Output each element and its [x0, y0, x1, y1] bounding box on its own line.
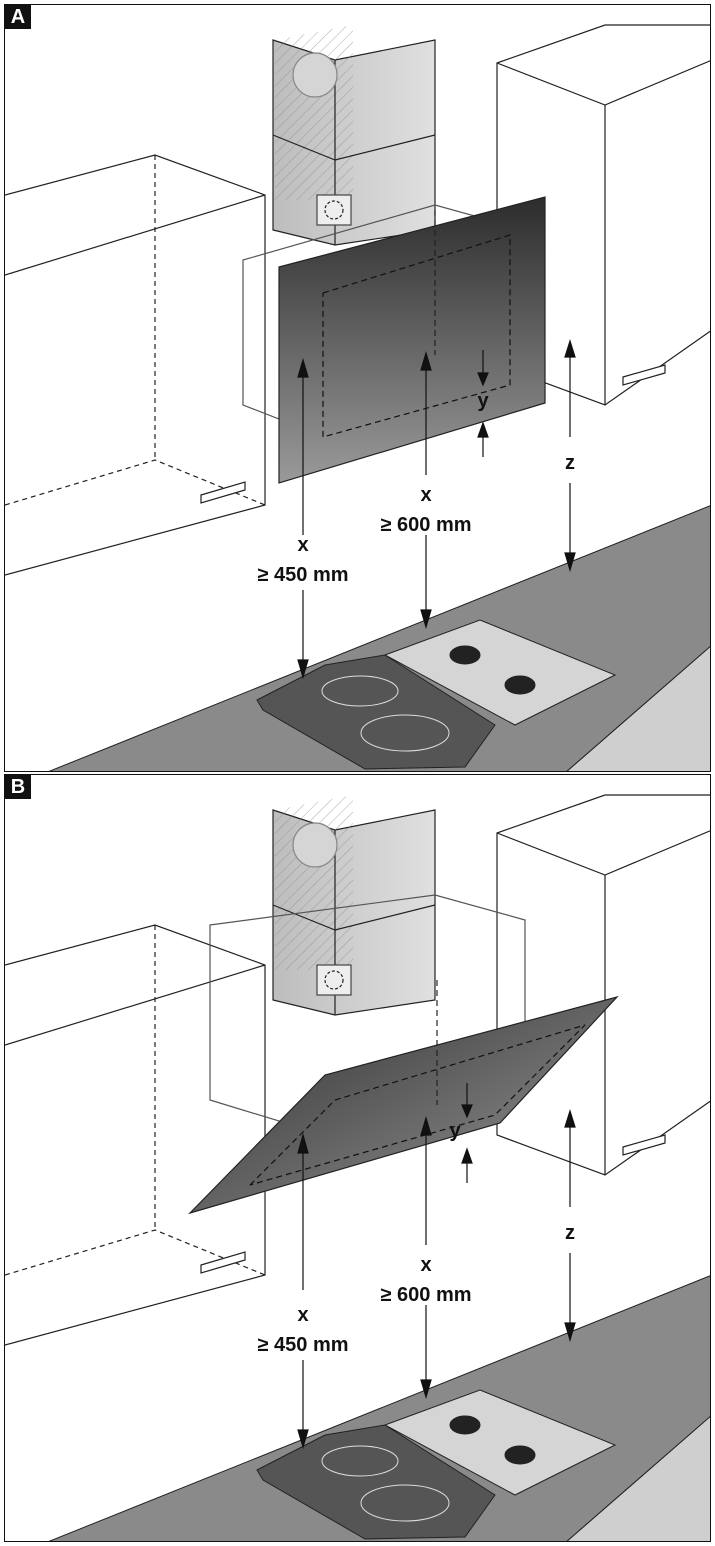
hood-glass-panel — [242, 196, 546, 484]
x-label-hob: x — [297, 534, 308, 556]
left-wall-cabinet — [5, 154, 266, 576]
illustration-a: x ≥ 450 mm x ≥ 600 mm y z — [5, 24, 710, 771]
dimension-arrows — [297, 1083, 576, 1450]
illustration-b: x ≥ 450 mm x ≥ 600 mm y z — [5, 794, 710, 1541]
chimney — [272, 25, 436, 246]
y-label: y — [449, 1120, 461, 1142]
x-min-gas: ≥ 600 mm — [380, 1284, 471, 1306]
left-wall-cabinet — [5, 924, 266, 1346]
y-label: y — [477, 390, 489, 412]
x-min-hob: ≥ 450 mm — [257, 1334, 348, 1356]
hood-glass-panel-tilted — [187, 894, 619, 1215]
cooktop — [256, 1389, 617, 1540]
x-label-hob: x — [297, 1304, 308, 1326]
cooktop — [256, 619, 617, 770]
z-label: z — [565, 452, 575, 474]
x-min-hob: ≥ 450 mm — [257, 564, 348, 586]
z-label: z — [565, 1222, 575, 1244]
chimney — [272, 795, 436, 1016]
diagram-panel-b: x ≥ 450 mm x ≥ 600 mm y z B — [4, 774, 711, 1542]
panel-tag: B — [5, 775, 31, 799]
x-label-gas: x — [420, 1254, 431, 1276]
diagram-panel-a: x ≥ 450 mm x ≥ 600 mm y z A — [4, 4, 711, 772]
dimension-arrows — [297, 338, 576, 680]
right-wall-cabinet — [496, 794, 710, 1176]
x-label-gas: x — [420, 484, 431, 506]
x-min-gas: ≥ 600 mm — [380, 514, 471, 536]
panel-tag: A — [5, 5, 31, 29]
